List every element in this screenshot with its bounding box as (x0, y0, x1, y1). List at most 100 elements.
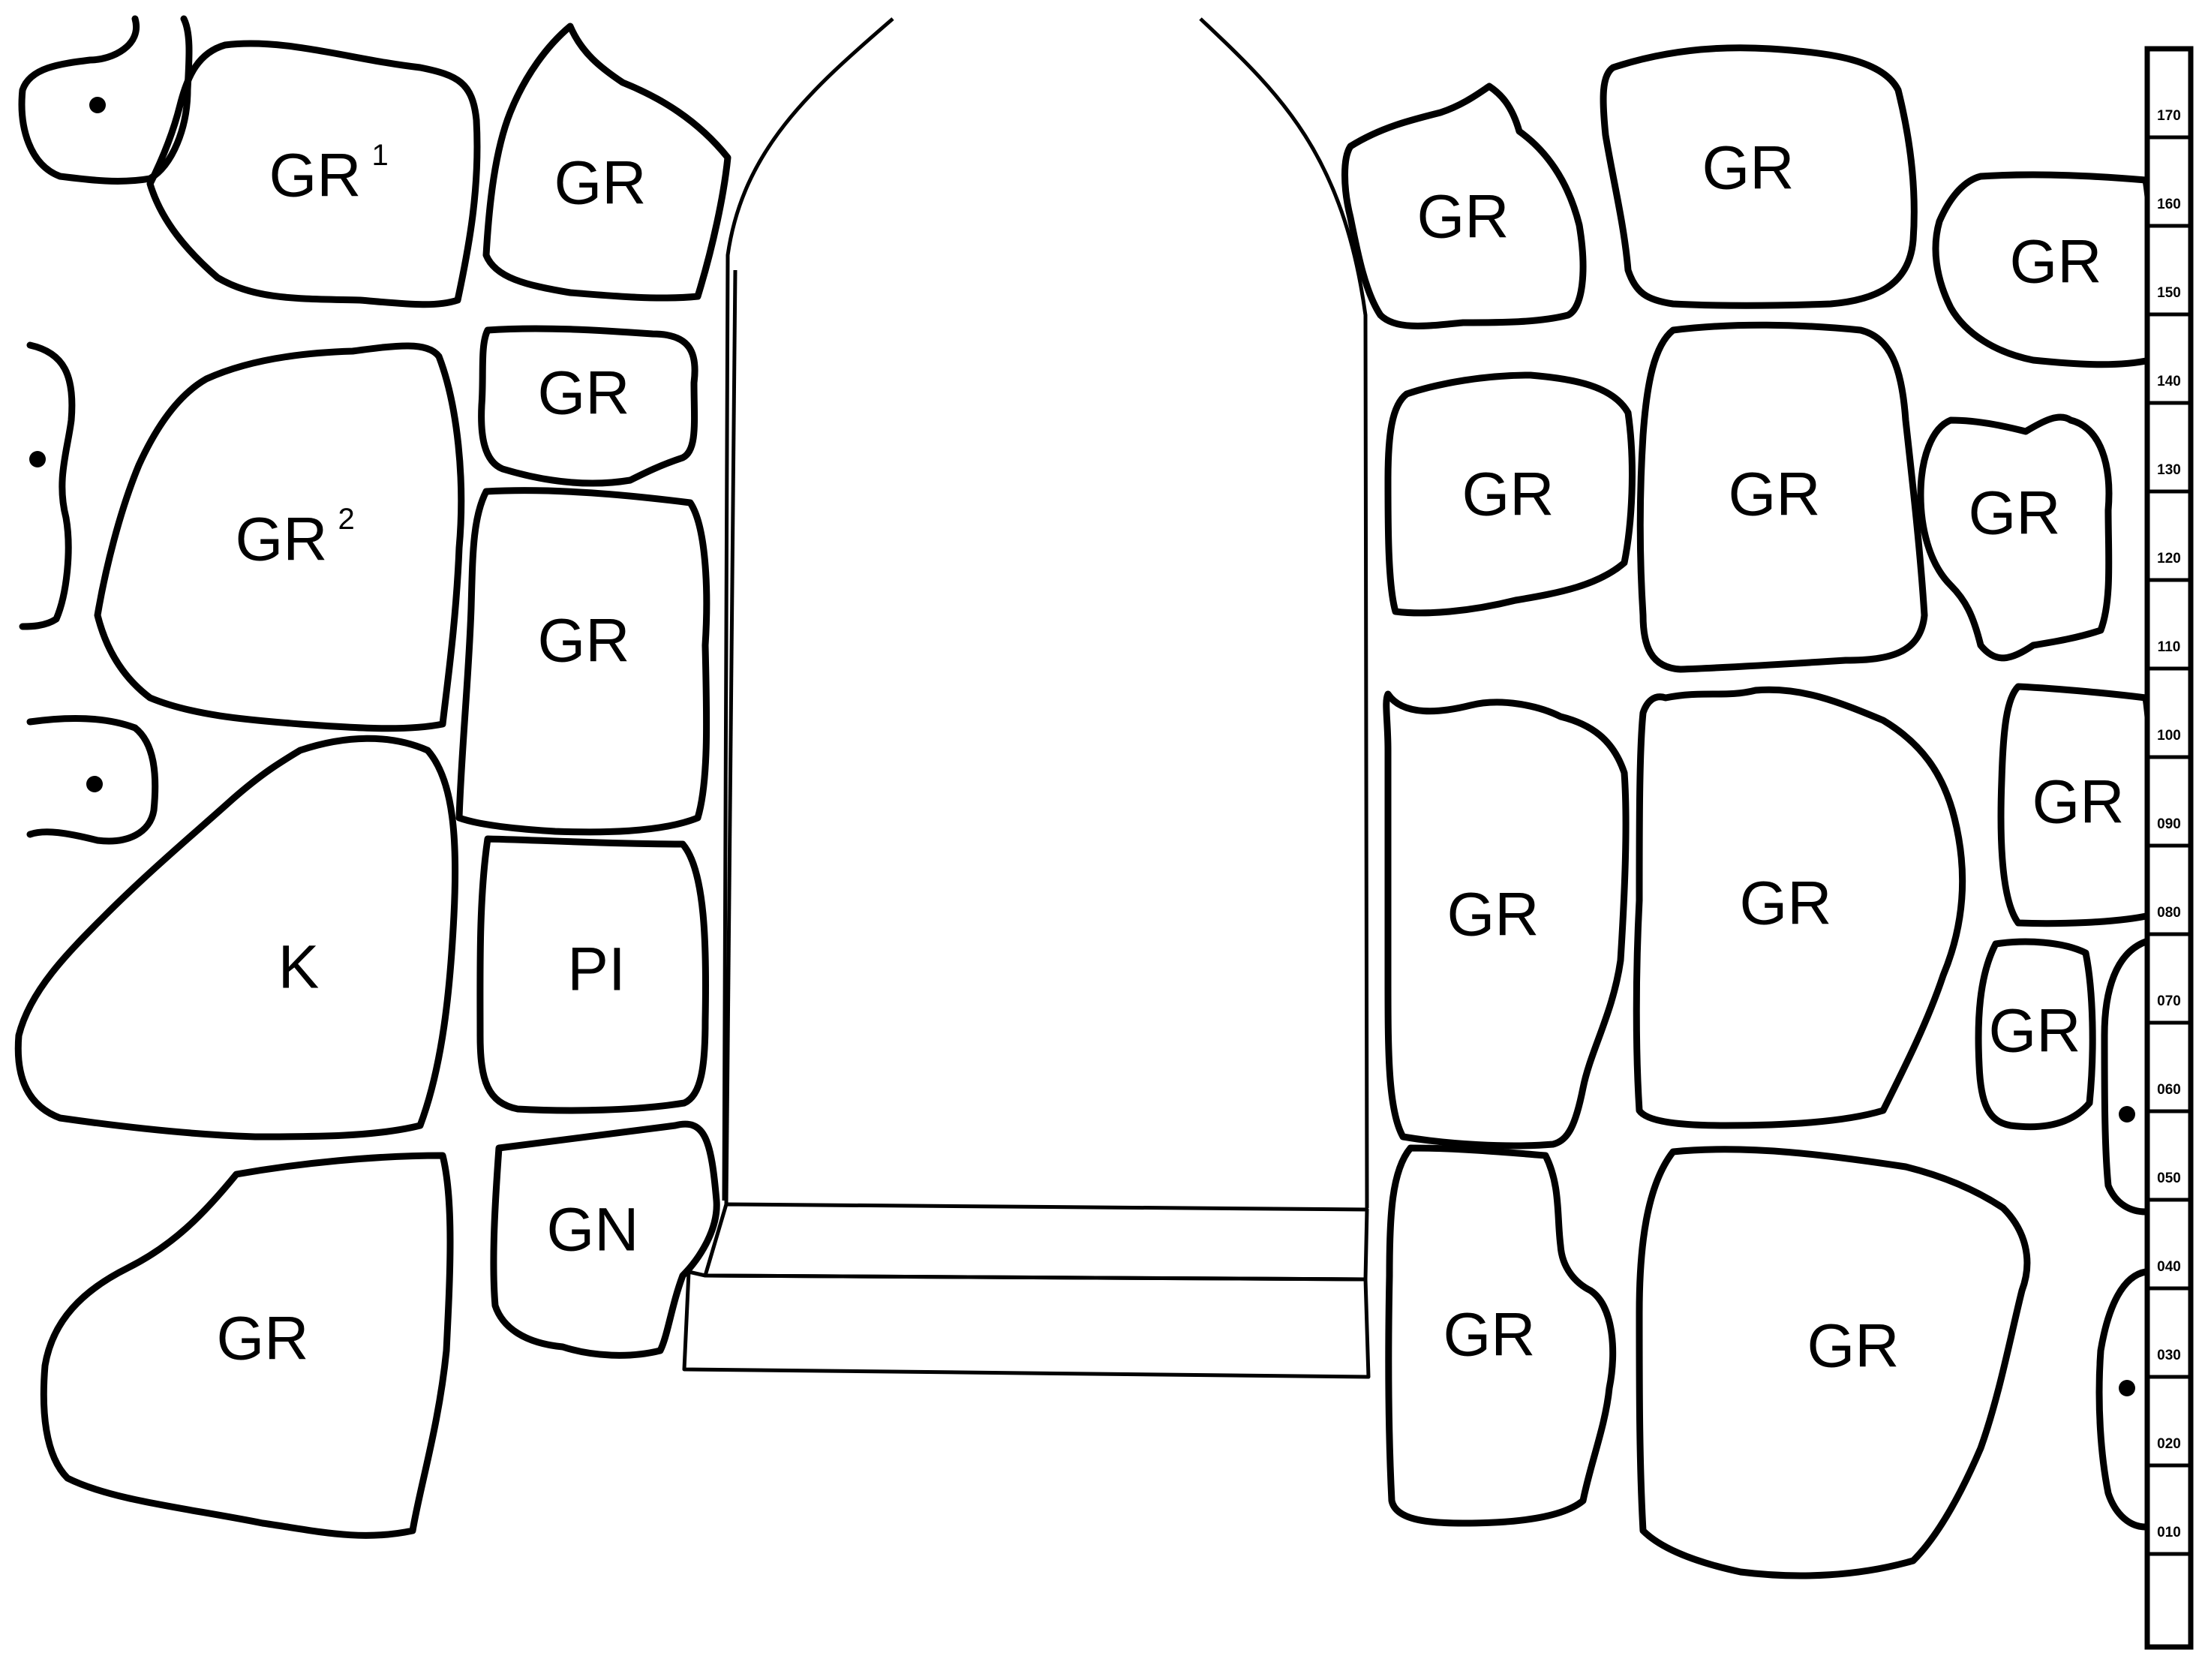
doorway (682, 17, 1371, 1379)
stone-label-superscript: 1 (372, 139, 389, 172)
scale-label: 130 (2157, 462, 2181, 478)
scale-label: 060 (2157, 1082, 2181, 1098)
doorway-inner-left-jamb (724, 269, 738, 1205)
stone-label: GR (269, 142, 362, 210)
stone-outline (1997, 683, 2155, 927)
stone-dots (29, 97, 2135, 1396)
scale-label: 020 (2157, 1436, 2181, 1452)
stone-marker-dot (86, 776, 103, 792)
stone-outline (1383, 690, 1630, 1150)
stone-outline (482, 23, 731, 302)
scale-label: 090 (2157, 816, 2181, 832)
stone-outline (26, 714, 159, 845)
stone-label: GR (1969, 479, 2061, 548)
stones (14, 15, 2155, 1579)
stone-outline (2095, 1268, 2149, 1531)
stone-label: GR (1740, 870, 1832, 938)
stone (1600, 44, 1918, 309)
stone (40, 1152, 454, 1539)
stone-label-superscript: 2 (338, 503, 355, 536)
stone-outline (1384, 371, 1636, 617)
scale-label: 010 (2157, 1525, 2181, 1540)
stone-label: K (278, 933, 320, 1002)
stone (18, 15, 193, 185)
stone-label: GR (1462, 461, 1555, 529)
stone (1633, 686, 1966, 1129)
stone (2095, 1268, 2149, 1531)
stone-label: GR (1447, 881, 1540, 949)
stone-outline (1636, 321, 1928, 673)
stone-marker-dot (29, 451, 46, 467)
stone (1385, 1144, 1617, 1527)
stone-marker-dot (2119, 1106, 2135, 1123)
stone-outline (1932, 171, 2155, 368)
stone (19, 341, 76, 630)
stone-label: GR (1417, 183, 1510, 251)
stone (146, 40, 481, 308)
stone (26, 714, 159, 845)
scale-label: 070 (2157, 993, 2181, 1009)
scale-label: 110 (2158, 639, 2181, 655)
stone (2101, 938, 2149, 1216)
stone-label: GR (1702, 134, 1795, 203)
stone-label: GR (2010, 228, 2102, 296)
stone (1932, 171, 2155, 368)
stone (490, 1120, 720, 1359)
stone-label: GN (547, 1196, 639, 1264)
stone-outline (455, 487, 710, 836)
stone-outline (1636, 1146, 2031, 1579)
stone-outline (146, 40, 481, 308)
stone-outline (1917, 413, 2113, 662)
stone-label: GR (538, 607, 630, 675)
stone-outline (40, 1152, 454, 1539)
stone-outline (2101, 938, 2149, 1216)
stone-label: GR (1443, 1301, 1536, 1369)
stone (1341, 83, 1587, 329)
stone (476, 835, 710, 1114)
stone (1384, 371, 1636, 617)
stone-outline (1975, 938, 2096, 1131)
stone-outline (1600, 44, 1918, 309)
stone (1383, 690, 1630, 1150)
scale-label: 140 (2157, 374, 2181, 389)
scale-label: 030 (2157, 1348, 2181, 1363)
stone (482, 23, 731, 302)
stone-outline (1633, 686, 1966, 1129)
scale-label: 120 (2157, 551, 2181, 567)
stone-outline (490, 1120, 720, 1359)
stone (94, 342, 465, 732)
stone-label: GR (2032, 768, 2125, 837)
stone-label: GR (1729, 461, 1821, 529)
stone-outline (1341, 83, 1587, 329)
stone-label: GR (538, 359, 630, 428)
stone (1636, 1146, 2031, 1579)
measuring-scale: 1701601501401301201101000900800700600500… (2144, 46, 2194, 1650)
stone-outline (476, 835, 710, 1114)
stone (478, 325, 698, 487)
stone (14, 735, 459, 1141)
stone-outline (14, 735, 459, 1141)
stone-outline (18, 15, 193, 185)
stone-outline (1385, 1144, 1617, 1527)
scale-label: 160 (2157, 197, 2181, 212)
stone-marker-dot (2119, 1380, 2135, 1396)
stone-marker-dot (89, 97, 106, 113)
stone (1997, 683, 2155, 927)
stone (1917, 413, 2113, 662)
stone-outline (478, 325, 698, 487)
scale-label: 100 (2157, 728, 2181, 744)
threshold-step-upper (703, 1202, 1369, 1282)
scale-label: 050 (2157, 1171, 2181, 1186)
stone-label: GR (217, 1305, 309, 1373)
stone-outline (19, 341, 76, 630)
scale-label: 150 (2157, 285, 2181, 301)
doorway-arch (722, 17, 1369, 1209)
scale-label: 170 (2157, 108, 2181, 124)
threshold-step-lower (682, 1270, 1371, 1379)
scale-label: 040 (2157, 1259, 2181, 1275)
stone-label: GR (1807, 1312, 1900, 1381)
stone-label: GR (1989, 997, 2081, 1065)
